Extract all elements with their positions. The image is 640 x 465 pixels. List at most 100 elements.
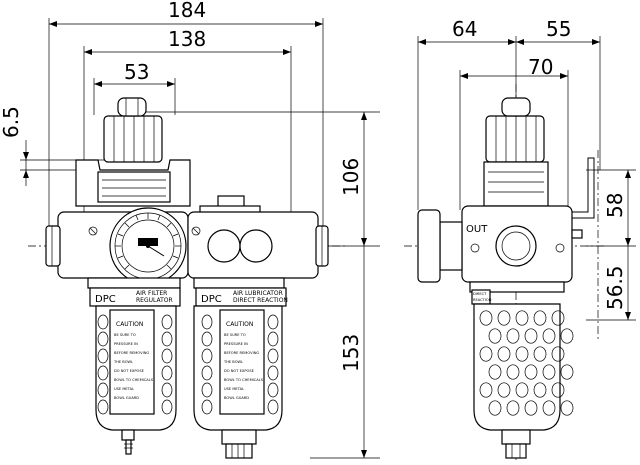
bowl-vent-hole [488,364,502,380]
bowl-vent-hole [267,399,279,415]
dim-6-5: 6.5 [0,106,23,138]
right-unit-label-2: DIRECT REACTION [233,297,288,304]
dim-153: 153 [339,334,363,372]
bowl-vent-hole [497,346,511,362]
caution-text-right: BE SURE TO PRESSURE IN BEFORE REMOVING THE … [223,333,264,400]
bowl-vent-hole [488,400,502,416]
bowl-holes-right [201,314,279,415]
bowl-vent-hole [533,310,547,326]
bowl-vent-hole [267,348,279,364]
bowl-vent-hole [533,382,547,398]
bowl-vent-hole [551,382,565,398]
bowl-vent-hole [497,310,511,326]
bowl-vent-hole [97,365,109,381]
dim-56-5: 56.5 [603,265,627,310]
bowl-vent-hole [479,382,493,398]
bowl-vent-hole [524,400,538,416]
caution-line: THE BOWL [223,360,243,364]
caution-left: CAUTION [116,321,143,328]
caution-line: BOWL TO CHEMICALS [224,378,264,382]
bowl-vent-hole [97,399,109,415]
bowl-vent-hole [97,348,109,364]
lubricator-unit: DPC AIR LUBRICATOR DIRECT REACTION CAUTI… [187,195,329,459]
bowl-vent-hole [201,314,213,330]
caution-line: THE BOWL [113,360,133,364]
bowl-vent-hole [161,348,173,364]
bowl-vent-hole [551,346,565,362]
caution-line: PRESSURE IN [114,342,138,346]
bowl-vent-hole [97,314,109,330]
bowl-vent-hole [542,400,556,416]
bowl-vent-hole [201,399,213,415]
bowl-vent-hole [267,314,279,330]
bowl-vent-hole [506,328,520,344]
bowl-holes-side [479,310,574,416]
out-port-label: OUT [466,224,488,235]
gauge-logo [138,238,158,246]
bowl-vent-hole [267,382,279,398]
bowl-vent-hole [488,328,502,344]
bowl-vent-hole [201,365,213,381]
bowl-vent-hole [161,382,173,398]
right-unit-label-1: AIR LUBRICATOR [233,290,283,297]
bowl-vent-hole [479,346,493,362]
bowl-vent-hole [267,331,279,347]
side-plate-label-1: DIRECT [473,292,487,296]
bowl-vent-hole [515,382,529,398]
bowl-holes-left [97,314,173,415]
side-dimensions: 64 55 70 58 56.5 [417,17,636,321]
caution-line: DO NOT EXPOSE [224,369,255,373]
bowl-vent-hole [524,328,538,344]
dim-58: 58 [603,193,627,218]
bowl-vent-hole [524,364,538,380]
bowl-vent-hole [560,328,574,344]
caution-line: BOWL TO CHEMICALS [114,378,154,382]
dim-70: 70 [528,55,553,79]
dim-106: 106 [339,158,363,196]
dim-53: 53 [124,60,149,84]
bowl-vent-hole [515,346,529,362]
bowl-vent-hole [161,314,173,330]
bowl-vent-hole [560,364,574,380]
left-unit-label-2: REGULATOR [136,297,173,304]
side-plate-label-2: REACTION [473,298,492,302]
caution-line: BOWL GUARD [224,396,249,400]
caution-line: BE SURE TO [224,333,246,337]
left-unit-label-1: AIR FILTER [136,290,167,297]
bowl-vent-hole [201,331,213,347]
caution-line: USE METAL [224,387,244,391]
bowl-vent-hole [161,331,173,347]
side-view-unit: OUT DIRECT REACTION [417,97,599,459]
caution-text-left: BE SURE TO PRESSURE IN BEFORE REMOVING THE … [113,333,154,400]
caution-line: BE SURE TO [114,333,136,337]
bowl-vent-hole [201,348,213,364]
bowl-vent-hole [560,400,574,416]
caution-line: PRESSURE IN [224,342,248,346]
bowl-vent-hole [97,382,109,398]
gauge-needle [147,245,165,257]
bowl-vent-hole [515,310,529,326]
dim-138: 138 [168,27,206,51]
dim-184: 184 [168,0,206,22]
gauge-ticks [115,213,181,270]
caution-line: DO NOT EXPOSE [114,369,145,373]
bowl-vent-hole [97,331,109,347]
bowl-vent-hole [497,382,511,398]
front-dimensions: 184 138 53 6.5 106 153 [0,0,380,459]
dim-55: 55 [546,17,571,41]
bowl-vent-hole [542,328,556,344]
bowl-vent-hole [542,364,556,380]
brand-right: DPC [201,294,222,305]
dim-64: 64 [452,17,477,41]
caution-line: BEFORE REMOVING [224,351,259,355]
bowl-vent-hole [161,365,173,381]
bowl-vent-hole [551,310,565,326]
caution-line: USE METAL [114,387,134,391]
filter-regulator-unit: DPC AIR FILTER REGULATOR CAUTION BE SURE… [45,97,191,455]
caution-line: BEFORE REMOVING [114,351,149,355]
caution-line: BOWL GUARD [114,396,139,400]
bowl-vent-hole [479,310,493,326]
bowl-vent-hole [506,400,520,416]
bowl-vent-hole [533,346,547,362]
